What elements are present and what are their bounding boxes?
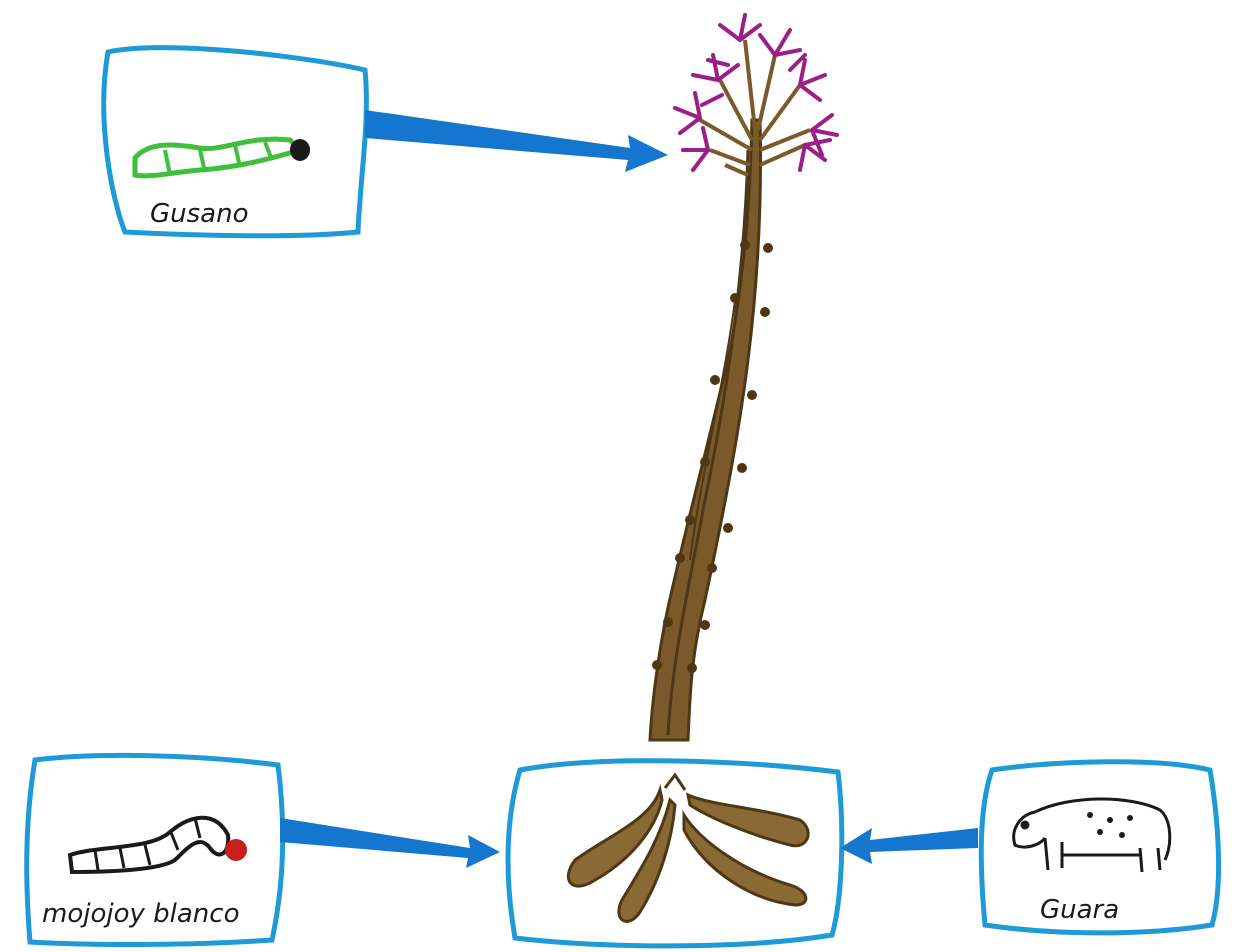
arrow-guara-to-roots — [840, 828, 978, 864]
gusano-box: Gusano — [104, 48, 367, 236]
roots-box — [508, 761, 842, 946]
guara-label: Guara — [1040, 895, 1119, 925]
cassava-plant-icon — [650, 15, 837, 740]
arrows — [280, 110, 978, 868]
arrow-mojojoy-to-roots — [280, 818, 500, 868]
mojojoy-box: mojojoy blanco — [27, 755, 283, 944]
gusano-label: Gusano — [150, 199, 249, 229]
arrow-gusano-to-plant — [365, 110, 668, 172]
guara-box: Guara — [981, 762, 1218, 933]
mojojoy-label: mojojoy blanco — [42, 899, 240, 929]
